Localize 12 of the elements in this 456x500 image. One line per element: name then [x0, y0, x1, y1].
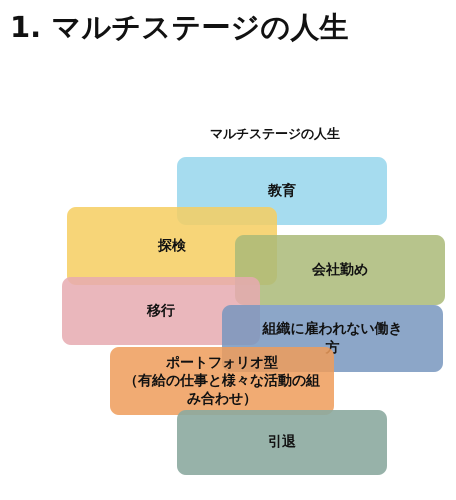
stage-box — [235, 235, 445, 305]
stage-label: ポートフォリオ型 — [166, 354, 278, 372]
stage-label: 会社勤め — [312, 260, 368, 280]
stage-box — [177, 410, 387, 475]
diagram-heading: マルチステージの人生 — [209, 126, 341, 143]
title: 1. マルチステージの人生 — [10, 9, 348, 46]
stage-label: 探検 — [158, 236, 186, 256]
stage-label: （有給の仕事と様々な活動の組み合わせ） — [123, 372, 321, 408]
stage-label: 組織に雇われない働き方 — [262, 320, 403, 356]
stage-label: 引退 — [268, 433, 296, 452]
stage-label: 移行 — [147, 302, 175, 320]
stage-label: 教育 — [268, 182, 296, 200]
